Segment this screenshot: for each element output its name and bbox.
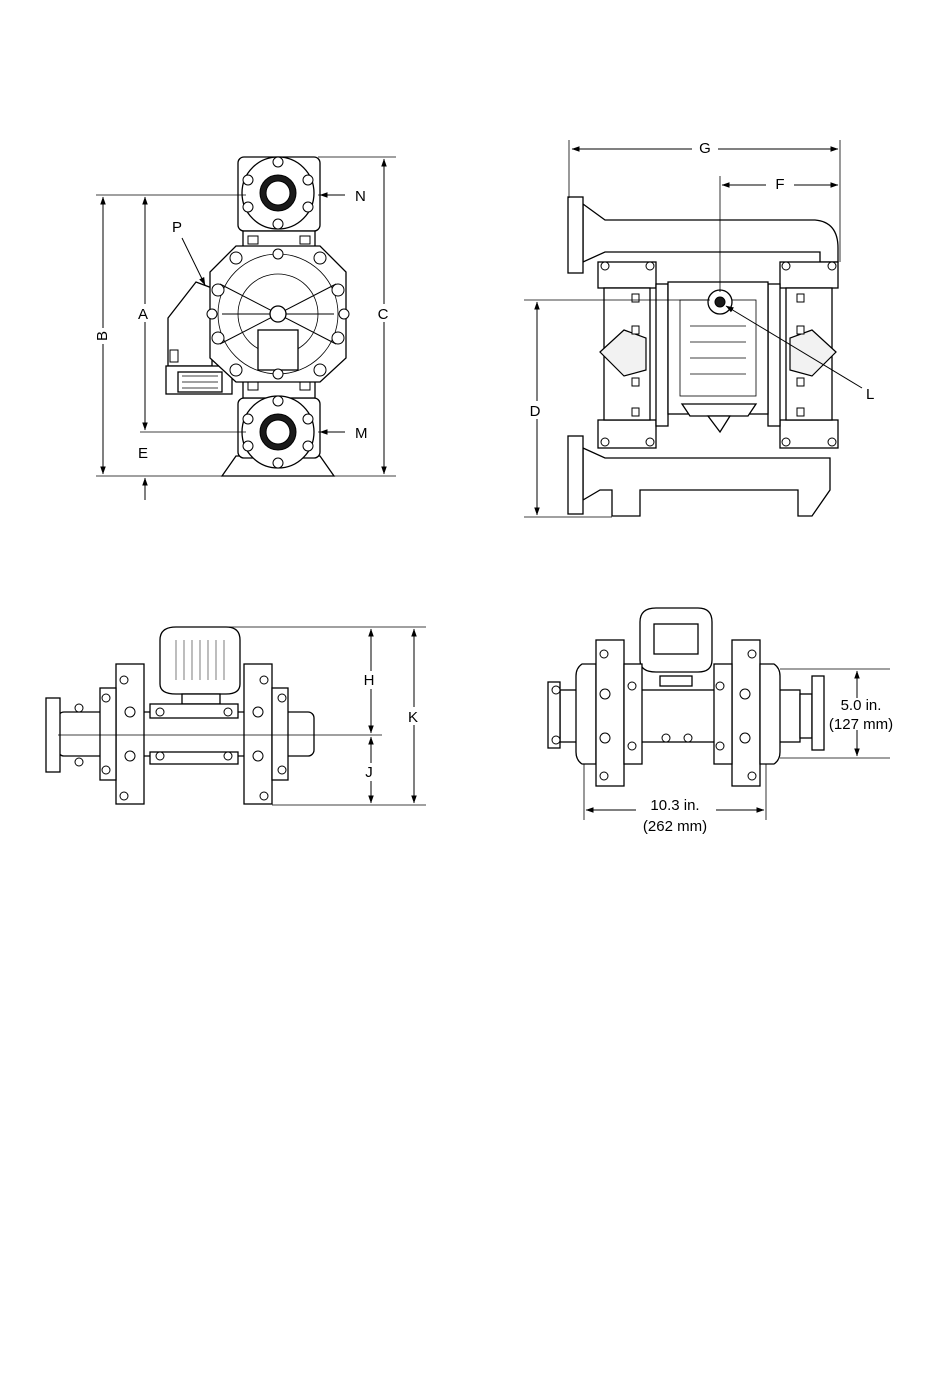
dim-k-label: K xyxy=(408,709,418,726)
bottom-left-chamber xyxy=(596,640,624,786)
side-outlet-flange xyxy=(568,197,583,273)
bottom-right-chamber xyxy=(732,640,760,786)
top-end-flange xyxy=(46,698,60,772)
side-outlet-manifold xyxy=(583,204,838,262)
dim-a-label: A xyxy=(138,306,148,323)
bottom-height-dim-in: 5.0 in. xyxy=(841,697,882,714)
top-right-chamber xyxy=(244,664,272,804)
callout-m-label: M xyxy=(355,425,368,442)
dim-b-label: B xyxy=(94,331,111,341)
callout-p-label: P xyxy=(172,219,182,236)
side-inlet-flange xyxy=(568,436,583,514)
dim-f-label: F xyxy=(775,176,784,193)
callout-n-label: N xyxy=(355,188,366,205)
dim-d-label: D xyxy=(530,403,541,420)
bottom-view: 10.3 in. (262 mm) 5.0 in. (127 mm) xyxy=(548,608,893,835)
dim-c-label: C xyxy=(378,306,389,323)
dim-h-label: H xyxy=(364,672,375,689)
front-view: B A E C N M P xyxy=(92,157,396,500)
bottom-height-dim-mm: (127 mm) xyxy=(829,716,893,733)
side-view: G F D L xyxy=(524,140,874,517)
dim-e-label: E xyxy=(138,445,148,462)
top-view: H J K xyxy=(46,627,426,805)
side-inlet-manifold xyxy=(583,448,830,516)
bottom-end-flange xyxy=(812,676,824,750)
bottom-width-dim-mm: (262 mm) xyxy=(643,818,707,835)
dim-g-label: G xyxy=(699,140,711,157)
callout-l-label: L xyxy=(866,386,874,403)
dim-j-label: J xyxy=(365,764,373,781)
top-left-chamber xyxy=(116,664,144,804)
bottom-width-dim-in: 10.3 in. xyxy=(650,797,699,814)
front-center-window xyxy=(258,330,298,370)
